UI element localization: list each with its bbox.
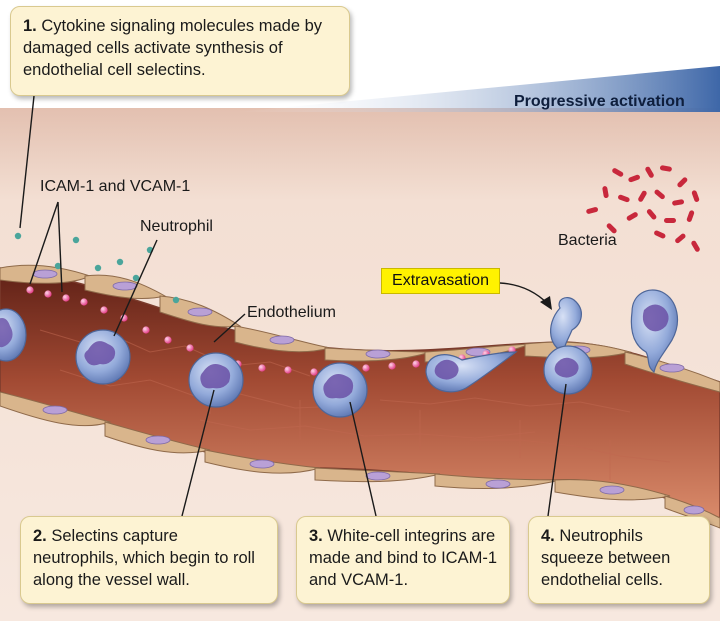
callout-2-text: Selectins capture neutrophils, which beg… [33,527,255,589]
endothelium-label: Endothelium [247,304,336,321]
callout-4-number: 4. [541,527,555,545]
leader-callout-3 [349,401,377,517]
callout-2: 2. Selectins capture neutrophils, which … [20,516,278,604]
neutrophils [0,289,679,418]
callout-3: 3. White-cell integrins are made and bin… [296,516,510,604]
callout-1-number: 1. [23,17,37,35]
callout-3-text: White-cell integrins are made and bind t… [309,527,498,589]
callout-4-text: Neutrophils squeeze between endothelial … [541,527,671,589]
endothelium-bottom-nuclei [42,405,705,515]
callout-3-number: 3. [309,527,323,545]
progressive-activation-wedge [235,66,720,112]
leader-icam-2 [57,201,63,293]
bacteria-cluster [586,165,700,252]
leader-neutrophil [113,239,158,337]
progressive-activation-label: Progressive activation [514,93,685,110]
extravasation-arrowhead [540,296,552,310]
leader-callout-1 [19,95,35,229]
bacteria-label: Bacteria [558,232,617,249]
leader-callout-4 [547,383,567,517]
extravasation-label: Extravasation [381,268,500,294]
leader-lines [19,95,567,517]
callout-4: 4. Neutrophils squeeze between endotheli… [528,516,710,604]
leader-icam-1 [29,201,59,285]
leader-endothelium [213,313,246,343]
callout-1-text: Cytokine signaling molecules made by dam… [23,17,323,79]
leader-callout-2 [181,389,215,517]
icam-vcam-label: ICAM-1 and VCAM-1 [40,178,191,195]
callout-2-number: 2. [33,527,47,545]
callout-1: 1. Cytokine signaling molecules made by … [10,6,350,96]
neutrophil-label: Neutrophil [140,218,213,235]
